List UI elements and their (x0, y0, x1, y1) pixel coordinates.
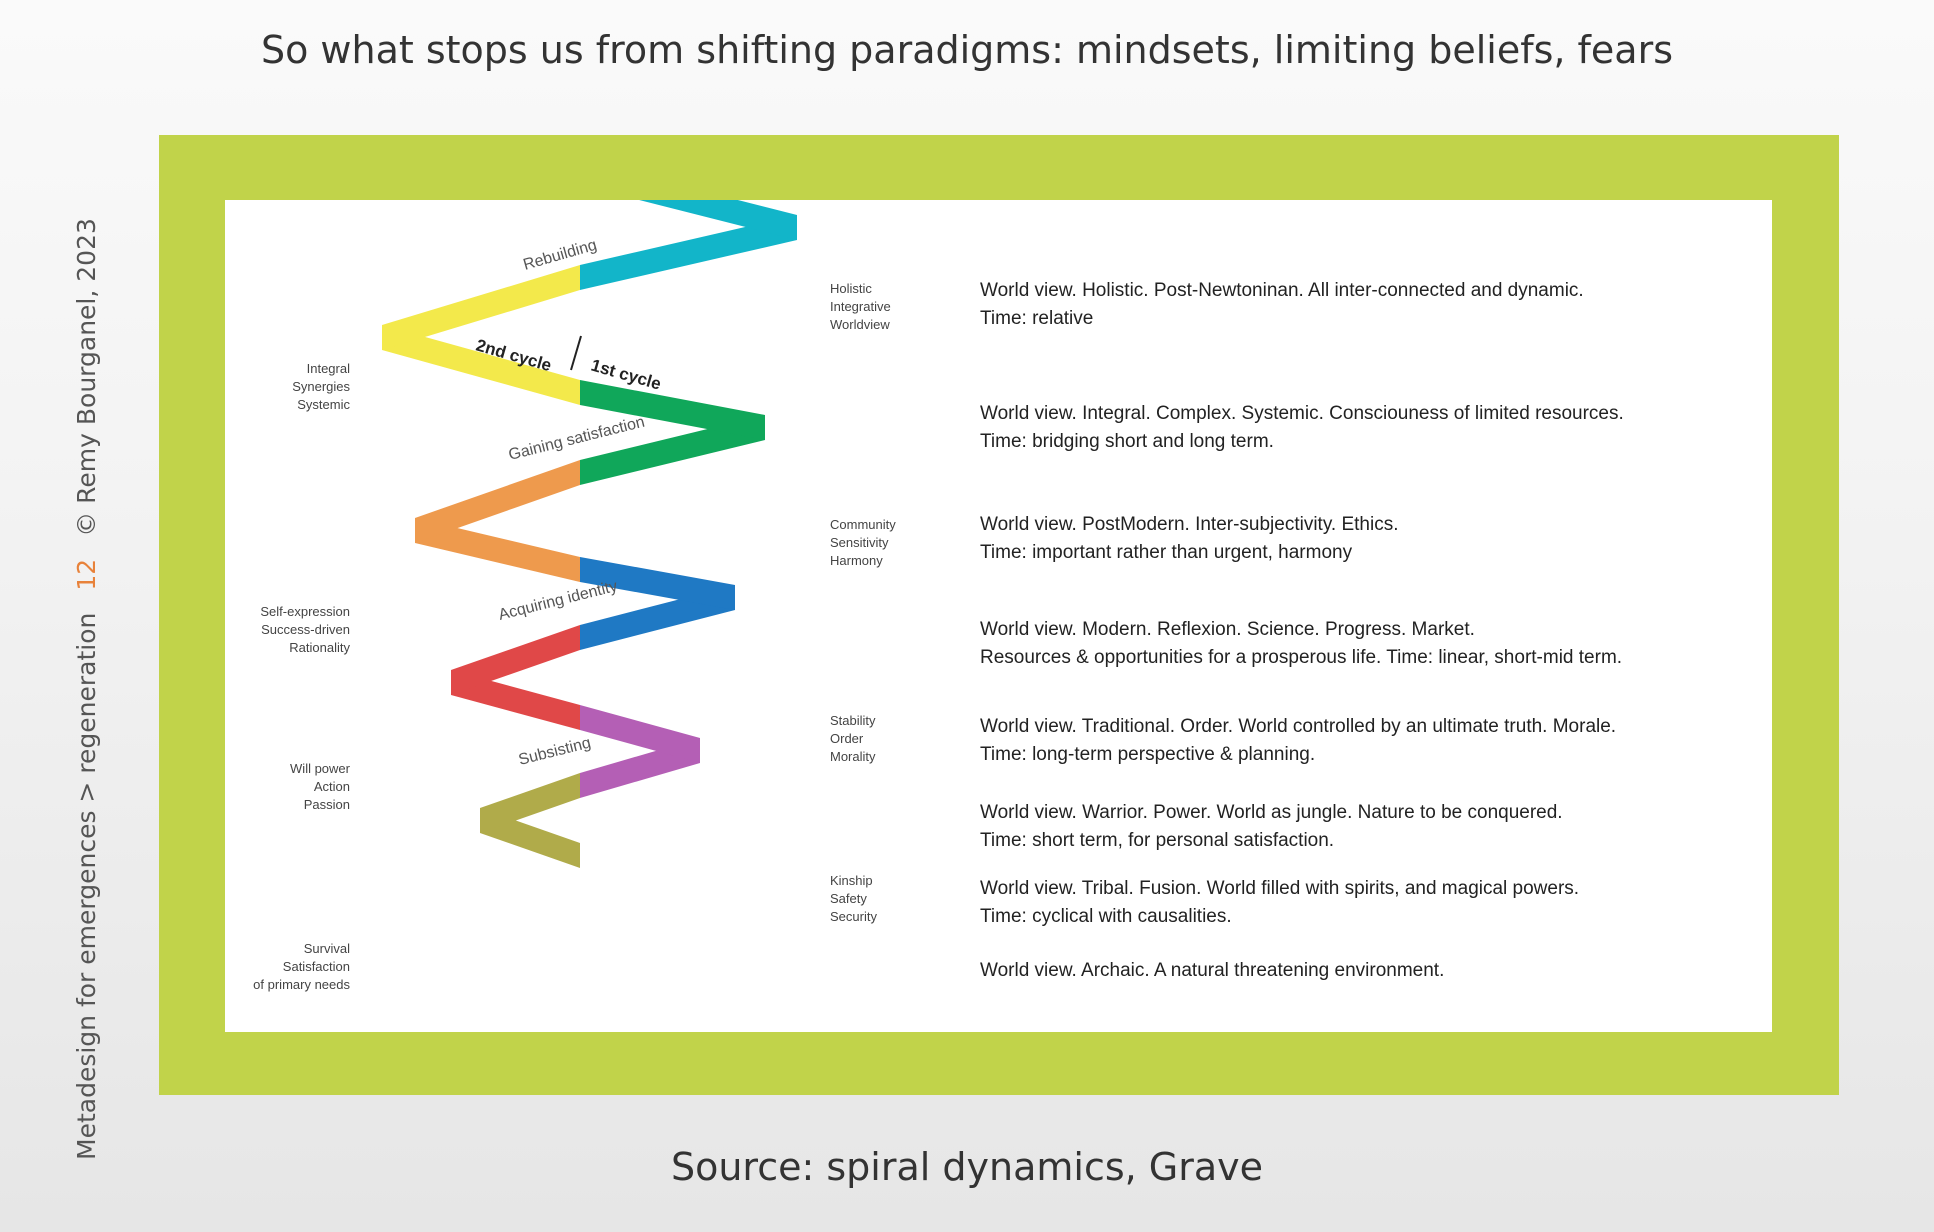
stage-label-holistic: Holistic Integrative Worldview (830, 281, 891, 332)
spiral-segment-orange-lower (415, 518, 580, 582)
spiral-segment-yellow-upper (382, 265, 580, 350)
description-line: Time: bridging short and long term. (980, 431, 1274, 452)
description-line: World view. Archaic. A natural threateni… (980, 960, 1445, 981)
stage-label-survival: Survival Satisfaction of primary needs (253, 941, 350, 992)
spiral-segment-orange-upper (415, 460, 580, 543)
spiral-segment-yellow-lower (382, 325, 580, 405)
description-line: World view. Traditional. Order. World co… (980, 716, 1617, 737)
cycle-divider (570, 335, 582, 371)
diagram-frame: Rebuilding Gaining satisfaction Acquirin… (159, 135, 1839, 1095)
description-line: World view. PostModern. Inter-subjectivi… (980, 514, 1399, 535)
spiral-segment-red-upper (451, 625, 580, 695)
spiral-segment-green-lower (580, 380, 765, 440)
spiral-diagram: Rebuilding Gaining satisfaction Acquirin… (382, 200, 797, 868)
description-warrior: World view. Warrior. Power. World as jun… (980, 799, 1740, 855)
description-line: World view. Warrior. Power. World as jun… (980, 802, 1563, 823)
spiral-segment-blue-lower (580, 557, 735, 610)
description-postmodern: World view. PostModern. Inter-subjectivi… (980, 511, 1740, 567)
spiral-segment-turquoise-upper (580, 215, 797, 290)
copyright-caption: © Remy Bourganel, 2023 (72, 218, 101, 537)
description-line: Time: cyclical with causalities. (980, 906, 1232, 927)
side-caption: Metadesign for emergences > regeneration… (72, 218, 101, 1160)
description-tribal: World view. Tribal. Fusion. World filled… (980, 875, 1740, 931)
description-line: World view. Integral. Complex. Systemic.… (980, 403, 1624, 424)
description-line: Time: short term, for personal satisfact… (980, 830, 1335, 851)
description-line: World view. Tribal. Fusion. World filled… (980, 878, 1580, 899)
description-line: Time: important rather than urgent, harm… (980, 542, 1353, 563)
spiral-segment-beige-upper (480, 773, 580, 833)
description-integral: World view. Integral. Complex. Systemic.… (980, 400, 1740, 456)
description-modern: World view. Modern. Reflexion. Science. … (980, 616, 1740, 672)
source-caption: Source: spiral dynamics, Grave (670, 1145, 1264, 1189)
description-line: World view. Modern. Reflexion. Science. … (980, 619, 1475, 640)
stage-label-community: Community Sensitivity Harmony (830, 517, 896, 568)
course-caption: Metadesign for emergences > regeneration (72, 612, 101, 1160)
description-line: Time: long-term perspective & planning. (980, 744, 1316, 765)
spiral-segment-purple-lower (580, 705, 700, 763)
stage-label-self-expression: Self-expression Success-driven Rationali… (260, 604, 350, 655)
description-line: Resources & opportunities for a prospero… (980, 647, 1623, 668)
description-archaic: World view. Archaic. A natural threateni… (980, 957, 1740, 985)
description-line: World view. Holistic. Post-Newtoninan. A… (980, 280, 1584, 301)
spiral-segment-red-lower (451, 670, 580, 730)
subsisting-label: Subsisting (517, 735, 593, 769)
acquiring-identity-label: Acquiring identity (497, 578, 619, 624)
description-holistic: World view. Holistic. Post-Newtoninan. A… (980, 277, 1740, 333)
page-number: 12 (72, 558, 101, 591)
slide-title: So what stops us from shifting paradigms… (260, 28, 1674, 72)
description-traditional: World view. Traditional. Order. World co… (980, 713, 1740, 769)
stage-label-kinship: Kinship Safety Security (830, 873, 877, 924)
description-line: Time: relative (980, 308, 1094, 329)
stage-label-integral: Integral Synergies Systemic (292, 361, 350, 412)
diagram-panel: Rebuilding Gaining satisfaction Acquirin… (225, 200, 1772, 1032)
stage-label-will-power: Will power Action Passion (290, 761, 350, 812)
spiral-segment-green-upper (580, 415, 765, 485)
stage-label-stability: Stability Order Morality (830, 713, 876, 764)
